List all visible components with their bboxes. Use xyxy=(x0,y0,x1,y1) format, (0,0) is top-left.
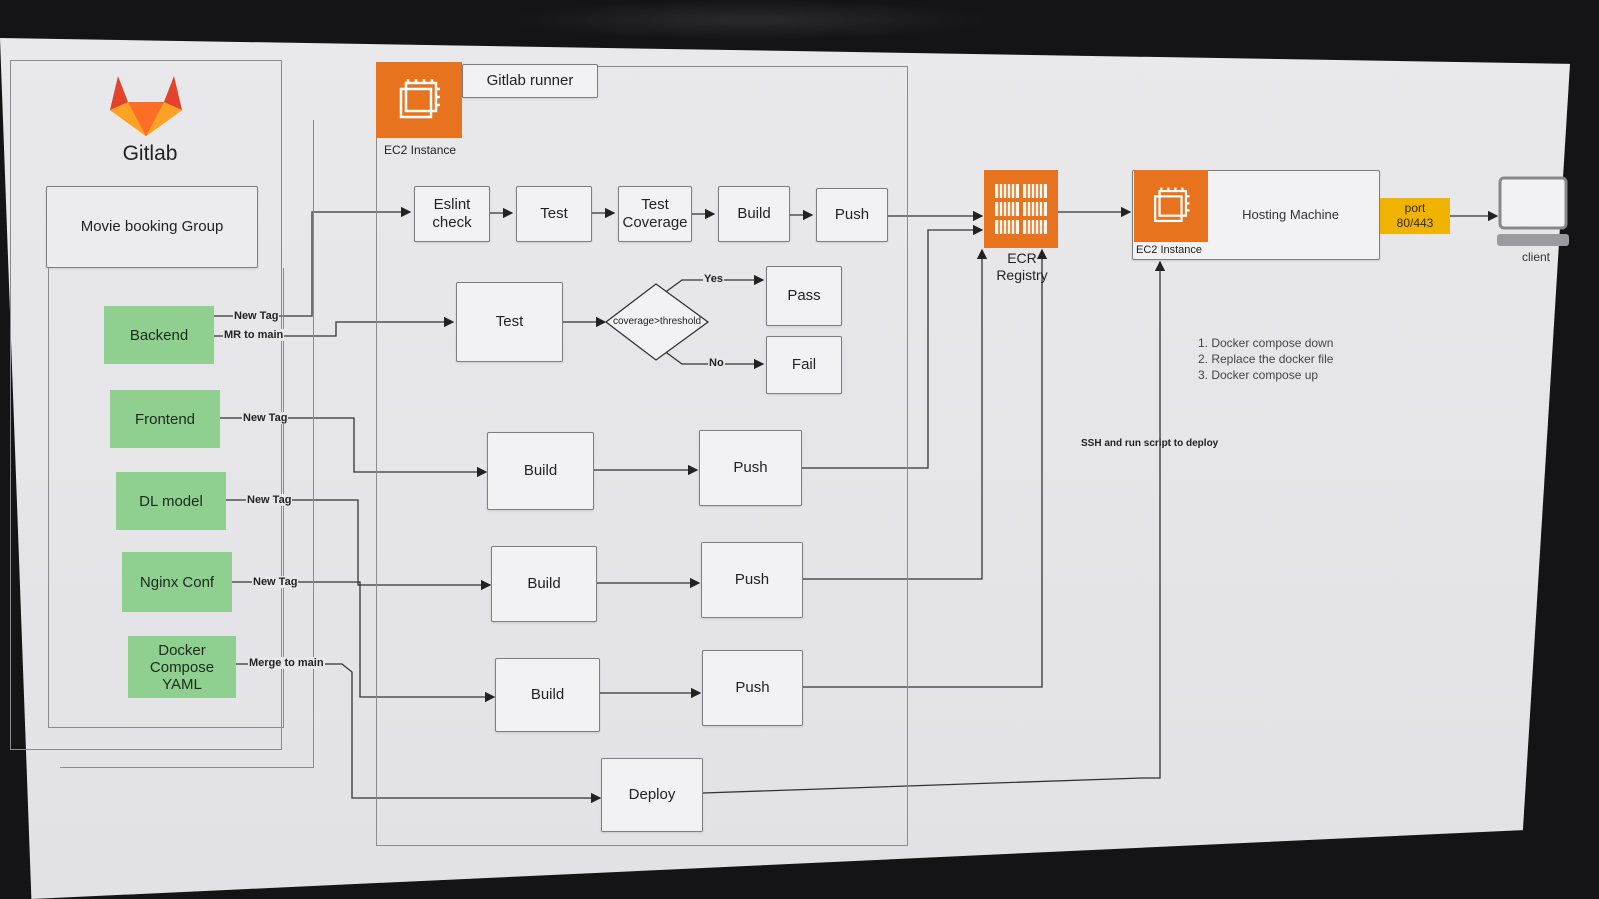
edge-frontend-new-tag: New Tag xyxy=(242,412,289,424)
frontend-build: Build xyxy=(487,432,594,510)
coverage-decision-diamond xyxy=(604,283,710,361)
hosting-ec2-instance xyxy=(1134,170,1208,242)
hosting-label: Hosting Machine xyxy=(1242,207,1339,222)
edge-compose-merge: Merge to main xyxy=(248,657,325,669)
ecr-registry-grid-icon xyxy=(995,184,1047,234)
nginx-push: Push xyxy=(702,650,803,726)
step-eslint-check: Eslint check xyxy=(414,186,490,242)
dl-build: Build xyxy=(491,546,597,622)
dl-push: Push xyxy=(701,542,803,618)
deploy-step-2: 2. Replace the docker file xyxy=(1198,352,1334,366)
client-computer-icon xyxy=(1497,176,1569,246)
gitlab-logo-icon xyxy=(110,76,182,136)
ecr-registry-icon xyxy=(984,170,1058,248)
project-docker-compose: Docker Compose YAML xyxy=(128,636,236,698)
runner-instance-caption: EC2 Instance xyxy=(384,143,457,157)
nginx-build: Build xyxy=(495,658,600,732)
project-frontend: Frontend xyxy=(110,390,220,448)
gitlab-container xyxy=(10,60,282,750)
ec2-chip-icon-hosting xyxy=(1154,187,1190,223)
decision-no-label: No xyxy=(708,357,725,369)
gitlab-outer-frame xyxy=(60,120,314,768)
coverage-test: Test xyxy=(456,282,563,362)
step-push: Push xyxy=(816,188,888,242)
result-fail: Fail xyxy=(766,336,842,394)
ec2-chip-icon xyxy=(399,79,440,119)
edge-dl-new-tag: New Tag xyxy=(246,494,293,506)
edge-nginx-new-tag: New Tag xyxy=(252,576,299,588)
edge-backend-mr: MR to main xyxy=(223,329,285,341)
frontend-push: Push xyxy=(699,430,802,506)
gitlab-runner-container xyxy=(376,66,908,846)
gitlab-runner-title: Gitlab runner xyxy=(462,64,598,98)
deploy-step: Deploy xyxy=(601,758,703,832)
step-test-coverage: Test Coverage xyxy=(618,186,692,242)
decision-yes-label: Yes xyxy=(703,273,724,285)
ecr-label: ECR Registry xyxy=(996,250,1048,283)
project-backend: Backend xyxy=(104,306,214,364)
hosting-instance-caption: EC2 Instance xyxy=(1136,244,1203,256)
project-nginx-conf: Nginx Conf xyxy=(122,552,232,612)
runner-ec2-instance xyxy=(376,62,462,138)
client-label: client xyxy=(1521,250,1550,264)
gitlab-title: Gitlab xyxy=(122,142,178,165)
group-label: Movie booking Group xyxy=(80,218,224,235)
step-build: Build xyxy=(718,186,790,242)
deploy-step-3: 3. Docker compose up xyxy=(1198,368,1319,382)
bezel-glare xyxy=(500,0,1000,40)
coverage-decision-label: coverage>threshold xyxy=(612,316,702,327)
edge-backend-new-tag: New Tag xyxy=(233,310,280,322)
port-badge: port 80/443 xyxy=(1380,198,1450,234)
edge-ssh-deploy: SSH and run script to deploy xyxy=(1081,438,1219,449)
deploy-step-1: 1. Docker compose down xyxy=(1198,336,1334,350)
movie-booking-group: Movie booking Group xyxy=(46,186,258,268)
result-pass: Pass xyxy=(766,266,842,326)
step-test: Test xyxy=(516,186,592,242)
project-dl-model: DL model xyxy=(116,472,226,530)
